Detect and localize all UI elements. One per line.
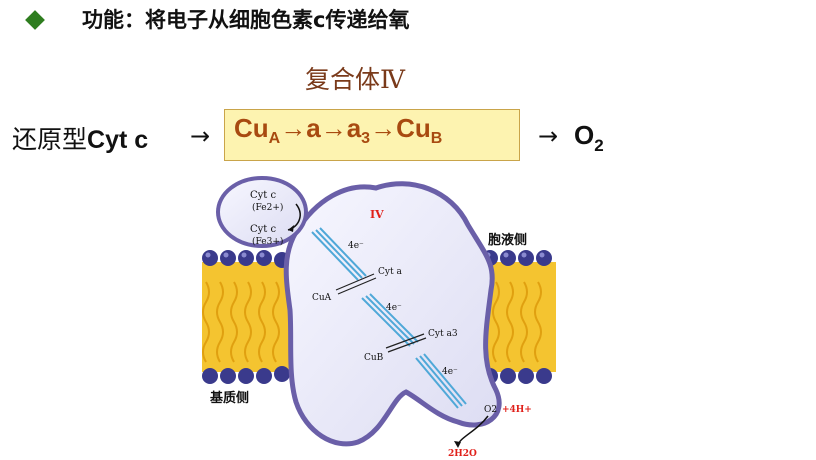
complex-iv-diagram: Cyt c (Fe2+) Cyt c (Fe3+) IV 4e⁻ Cyt a C…	[202, 176, 556, 459]
electrons-label-1: 4e⁻	[348, 241, 364, 251]
cytc-reduced-state: (Fe2+)	[252, 202, 283, 213]
complex-iv-label: IV	[370, 208, 384, 221]
cytc-reduced-label: Cyt c	[250, 190, 276, 201]
cytochrome-c-sphere	[216, 176, 308, 248]
cytc-oxidized-label: Cyt c	[250, 224, 276, 235]
electron-acceptor: O2	[574, 120, 604, 155]
cua-label: CuA	[312, 293, 332, 303]
matrix-side-label: 基质侧	[209, 390, 249, 406]
chain-cub: CuB	[396, 113, 443, 147]
bullet-diamond-icon	[25, 10, 45, 30]
cytc-oxidized-state: (Fe3+)	[252, 236, 283, 247]
electron-chain: CuA→a→a3→CuB	[234, 113, 442, 148]
arrow-right-icon: →	[190, 122, 211, 150]
chain-a: a	[306, 113, 321, 143]
cytosol-side-label: 胞液侧	[487, 232, 527, 248]
arrow-right-icon: →	[538, 122, 559, 150]
electron-donor: 还原型Cyt c	[12, 120, 148, 156]
chain-cua: CuA	[234, 113, 281, 147]
chain-arrow-icon: →	[280, 113, 307, 143]
function-description: 功能：将电子从细胞色素c传递给氧	[82, 8, 410, 32]
complex-iv-protein	[283, 181, 502, 447]
electron-chain-box	[224, 109, 520, 161]
donor-name: Cyt c	[87, 126, 149, 154]
cyt-a3-label: Cyt a3	[428, 329, 458, 339]
electron-path	[311, 227, 467, 409]
electrons-label-2: 4e⁻	[386, 303, 402, 313]
chain-a3: a3	[346, 113, 371, 147]
protons-label: +4H+	[502, 405, 532, 415]
chain-arrow-icon: →	[370, 113, 397, 143]
cyt-a-label: Cyt a	[378, 267, 402, 277]
chain-arrow-icon: →	[320, 113, 347, 143]
oxygen-label: O2	[484, 405, 497, 415]
cub-label: CuB	[364, 353, 384, 363]
electrons-label-3: 4e⁻	[442, 367, 458, 377]
water-label: 2H2O	[448, 449, 477, 459]
complex-title: 复合体Ⅳ	[305, 65, 405, 94]
donor-prefix: 还原型	[12, 125, 88, 154]
